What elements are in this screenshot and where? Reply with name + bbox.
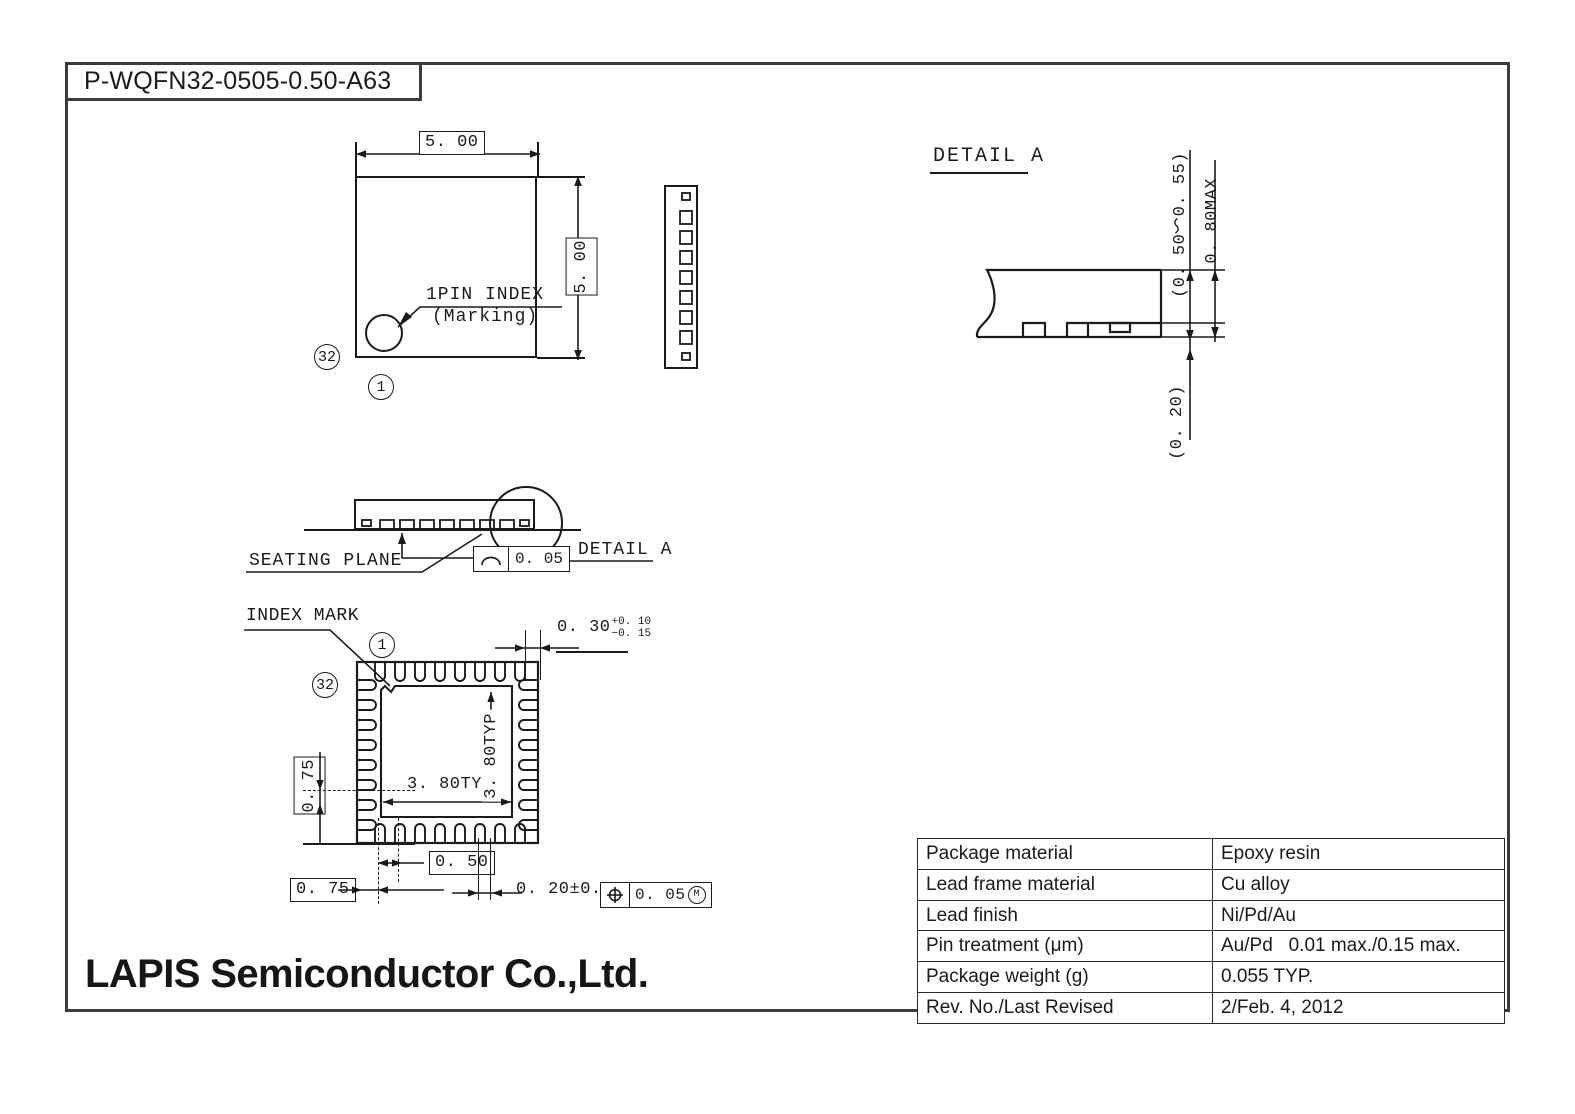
- detail-a-total-height-dimension-line: [1211, 160, 1219, 342]
- top-view-side-strip-pads: [679, 192, 693, 361]
- top-view-height-ext-top: [537, 176, 585, 178]
- offset-left-ext-bottom: [303, 843, 415, 845]
- spec-table-body: Package material Epoxy resin Lead frame …: [917, 838, 1505, 1024]
- exposed-die-pad-outline: [379, 684, 514, 819]
- pad-x-dimension-label: 3. 80TYP: [404, 775, 496, 794]
- table-row: Package material Epoxy resin: [917, 838, 1505, 870]
- top-view-width-ext-left: [355, 142, 357, 178]
- pitch-centerline-left: [398, 818, 399, 882]
- lead-length-label-underline: [556, 651, 628, 653]
- package-spec-table: Package material Epoxy resin Lead frame …: [917, 838, 1505, 1024]
- table-row: Lead frame material Cu alloy: [917, 868, 1505, 901]
- detail-a-total-height-label: 0. 80MAX: [1203, 178, 1222, 264]
- index-mark-leader: [244, 629, 391, 687]
- pad-x-dimension-line: [383, 798, 511, 806]
- top-view-pin1-marker: 1: [368, 374, 394, 400]
- side-view-lead-row: [361, 519, 530, 530]
- spec-key: Rev. No./Last Revised: [917, 991, 1213, 1024]
- material-condition-modifier-icon: M: [687, 886, 706, 904]
- top-view-height-label: 5. 00: [566, 238, 598, 296]
- bottom-view-pad-layout: [355, 660, 540, 845]
- position-tolerance-control-frame: 0. 05 M: [600, 882, 712, 908]
- flatness-symbol-icon: [474, 547, 509, 571]
- spec-value: 0.055 TYP.: [1212, 961, 1505, 993]
- pad-y-dimension-label: 3. 80TYP: [482, 710, 501, 802]
- detail-a-callout-label: DETAIL A: [578, 540, 673, 560]
- table-row: Rev. No./Last Revised 2/Feb. 4, 2012: [917, 991, 1505, 1024]
- coplanarity-control-frame: 0. 05: [473, 546, 571, 572]
- index-mark-label: INDEX MARK: [246, 606, 360, 626]
- lead-width-ext-right: [490, 838, 492, 900]
- position-tolerance-value: 0. 05: [635, 886, 686, 904]
- detail-a-lead-thickness-label: (0. 20): [1168, 385, 1187, 460]
- coplanarity-leader-line: [398, 533, 478, 559]
- lead-width-dimension-line: [452, 889, 522, 897]
- table-row: Package weight (g) 0.055 TYP.: [917, 961, 1505, 993]
- pitch-dimension-label: 0. 50: [429, 851, 495, 875]
- flatness-tolerance-value: 0. 05: [515, 550, 564, 568]
- offset-bottom-dimension-label: 0. 75: [290, 878, 356, 902]
- top-view-width-ext-right: [537, 142, 539, 178]
- detail-a-standoff-dimension-line: [1186, 150, 1194, 440]
- detail-a-title-underline: [930, 172, 1028, 174]
- pin-index-sublabel: (Marking): [432, 307, 539, 327]
- spec-value: Cu alloy: [1212, 868, 1505, 901]
- pitch-dimension-line: [378, 859, 424, 867]
- table-row: Lead finish Ni/Pd/Au: [917, 899, 1505, 932]
- lead-length-tolerance-plus: +0. 10: [611, 616, 652, 628]
- bottom-view-pin32-marker: 32: [312, 672, 338, 698]
- page-title: P-WQFN32-0505-0.50-A63: [84, 67, 392, 95]
- lead-length-dimension-line: [495, 644, 579, 652]
- spec-value: Ni/Pd/Au: [1212, 899, 1505, 932]
- pin-index-leader-line: [397, 306, 562, 328]
- bottom-view-pin1-marker: 1: [369, 632, 395, 658]
- spec-value: Au/Pd 0.01 max./0.15 max.: [1212, 930, 1505, 962]
- top-view-body-outline: [355, 176, 537, 358]
- spec-key: Lead finish: [917, 899, 1213, 932]
- offset-left-centerline: [303, 790, 415, 791]
- package-code-title-box: P-WQFN32-0505-0.50-A63: [65, 62, 422, 101]
- offset-bottom-dimension-line: [338, 886, 444, 894]
- lead-length-dimension-label: 0. 30 +0. 10 −0. 15: [557, 616, 652, 640]
- lead-length-tolerance-minus: −0. 15: [611, 627, 652, 640]
- top-view-width-label: 5. 00: [419, 131, 485, 155]
- lead-length-nominal: 0. 30: [557, 618, 611, 637]
- company-name-logo: LAPIS Semiconductor Co.,Ltd.: [85, 952, 649, 996]
- true-position-symbol-icon: [601, 883, 630, 907]
- spec-key: Package material: [917, 838, 1213, 870]
- spec-key: Package weight (g): [917, 961, 1213, 993]
- lead-width-ext-left: [478, 838, 480, 900]
- detail-a-standoff-label: (0. 50〜0. 55): [1171, 152, 1190, 298]
- seating-plane-line: [304, 529, 581, 532]
- spec-key: Lead frame material: [917, 868, 1213, 901]
- seating-plane-leader: [246, 533, 483, 573]
- table-row: Pin treatment (μm) Au/Pd 0.01 max./0.15 …: [917, 930, 1505, 962]
- spec-key: Pin treatment (μm): [917, 930, 1213, 962]
- offset-left-dimension-line: [316, 752, 324, 844]
- spec-value: Epoxy resin: [1212, 838, 1505, 870]
- top-view-height-ext-bottom: [537, 357, 585, 359]
- pin-index-marking-circle: [365, 314, 403, 352]
- top-view-side-strip-outline: [664, 185, 698, 369]
- pin-index-label: 1PIN INDEX: [426, 285, 545, 305]
- spec-value: 2/Feb. 4, 2012: [1212, 991, 1505, 1024]
- lead-length-ext-right: [540, 630, 542, 680]
- offset-bottom-centerline: [378, 818, 379, 904]
- detail-a-title: DETAIL A: [933, 145, 1046, 168]
- top-view-pin32-marker: 32: [314, 344, 340, 370]
- lead-length-ext-left: [525, 630, 527, 680]
- seating-plane-label: SEATING PLANE: [249, 551, 403, 571]
